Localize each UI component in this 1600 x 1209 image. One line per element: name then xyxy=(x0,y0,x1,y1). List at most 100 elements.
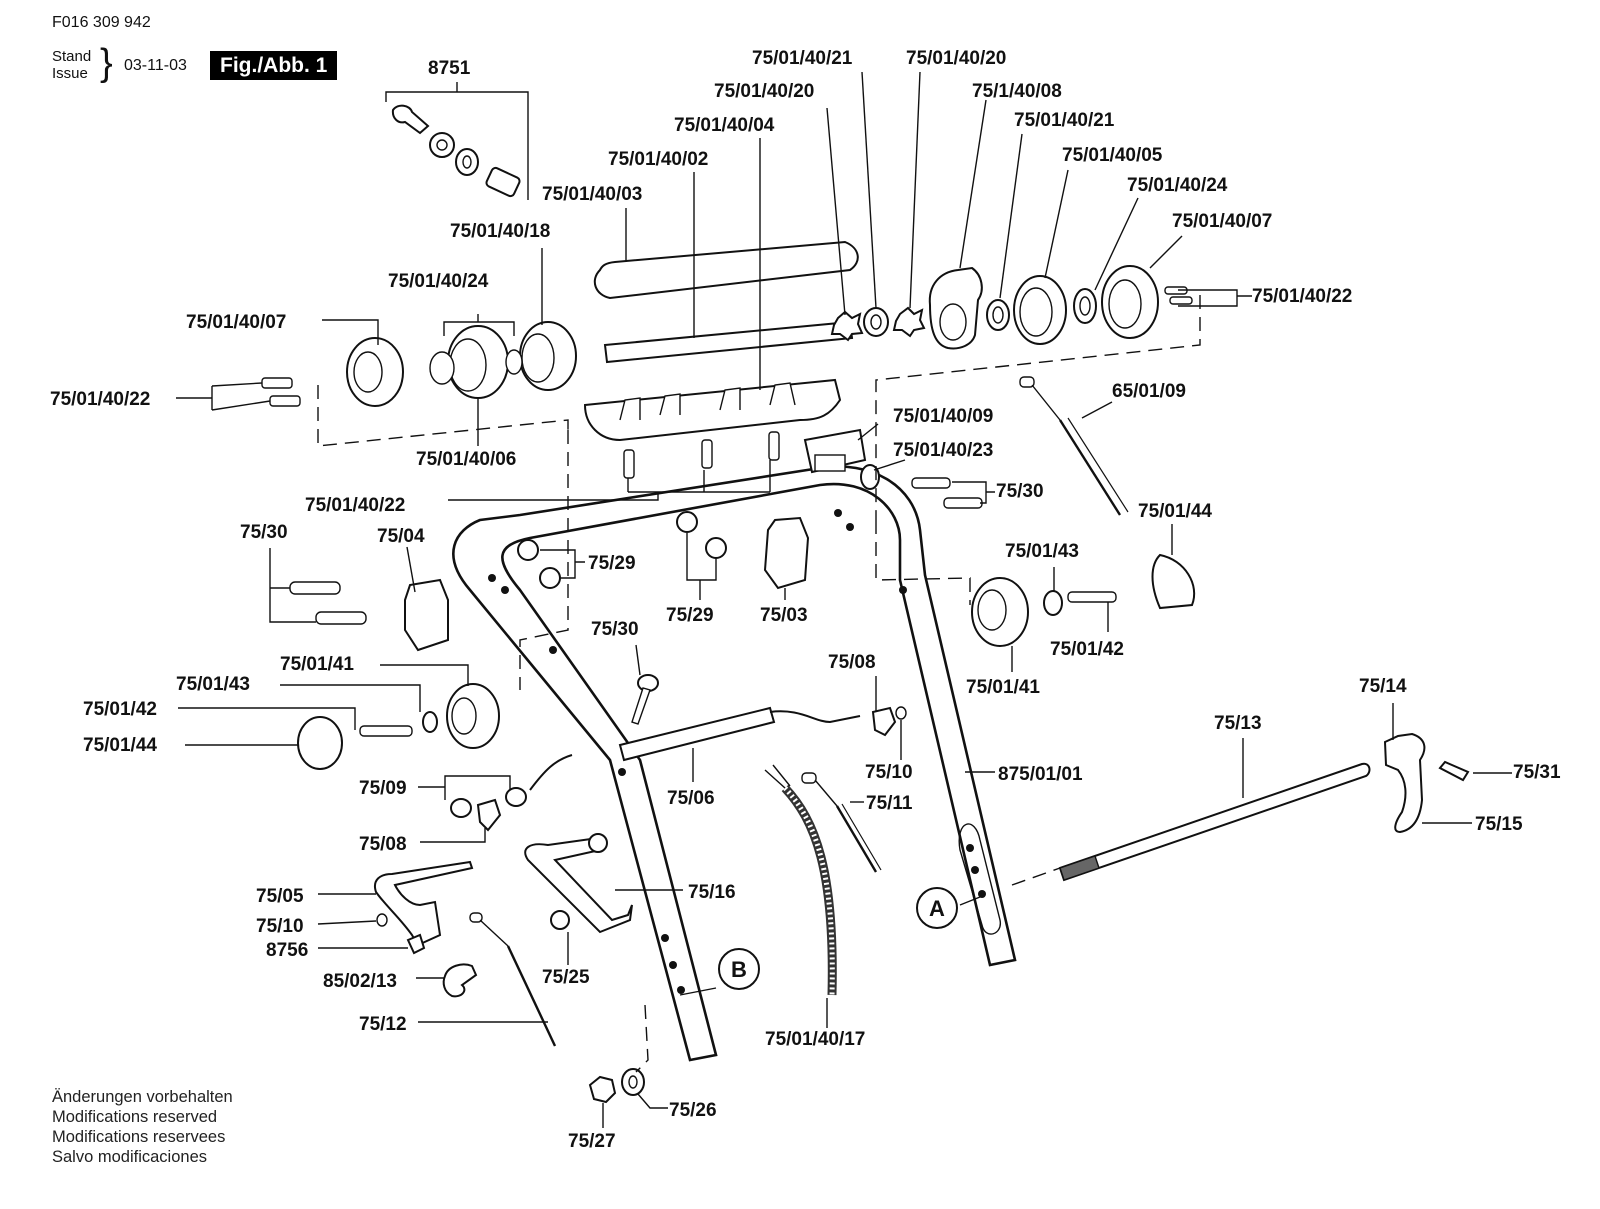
part-label: 75/04 xyxy=(377,526,425,547)
part-label: 75/29 xyxy=(666,605,714,626)
grip-insert-75-01-40-02 xyxy=(603,320,854,364)
part-label: 85/02/13 xyxy=(323,971,397,992)
screws-75-30-right xyxy=(911,477,983,509)
notice-line-de: Änderungen vorbehalten xyxy=(52,1088,233,1106)
end-cap-right-75-01-40-07 xyxy=(1101,265,1159,339)
part-label: 75/01/40/09 xyxy=(893,406,993,427)
clip-75-08-right xyxy=(871,706,897,737)
cable-75-12 xyxy=(469,912,557,1047)
part-label: 75/01/40/22 xyxy=(1252,286,1352,307)
screws-right-75-01-40-22 xyxy=(1164,286,1193,305)
part-labels: 8751 75/01/40/21 75/01/40/20 75/01/40/20… xyxy=(50,48,1561,1152)
part-label: 75/01/40/03 xyxy=(542,184,642,205)
part-label: 8751 xyxy=(428,58,471,79)
part-label: 75/01/43 xyxy=(176,674,250,695)
handle-frame-875-01-01 xyxy=(452,465,1017,1062)
washer-right-75-01-43 xyxy=(1043,590,1063,616)
washers-75-01-40-20-21 xyxy=(830,306,926,342)
part-label: 75/01/40/07 xyxy=(1172,211,1272,232)
part-label: 75/08 xyxy=(359,834,407,855)
marker-b-text: B xyxy=(731,957,747,982)
notice-line-fr: Modifications reservees xyxy=(52,1128,226,1146)
end-cap-left-75-01-40-07 xyxy=(346,337,404,407)
nuts-75-29-center xyxy=(676,511,727,559)
bolt-left-75-01-42 xyxy=(359,725,413,737)
part-label: 75/30 xyxy=(591,619,639,640)
roller-75-01-40-06 xyxy=(429,325,509,399)
part-label: 75/01/40/23 xyxy=(893,440,993,461)
part-label: 75/01/44 xyxy=(83,735,157,756)
part-8756 xyxy=(406,933,426,955)
part-label: 75/01/43 xyxy=(1005,541,1079,562)
nut-75-25 xyxy=(550,910,570,930)
nuts-75-29-left xyxy=(517,539,561,589)
part-label: 75/27 xyxy=(568,1131,616,1152)
part-label: 75/01/40/24 xyxy=(388,271,489,292)
sleeves-75-09 xyxy=(450,787,527,818)
pin-75-31 xyxy=(1438,760,1470,782)
part-label: 75/26 xyxy=(669,1100,717,1121)
part-label: 75/01/40/21 xyxy=(1014,110,1115,131)
roller-75-01-40-05 xyxy=(1013,275,1067,345)
part-label: 75/03 xyxy=(760,605,808,626)
issue-label: Issue xyxy=(52,65,88,82)
bar-75-06 xyxy=(529,706,861,791)
part-label: 75/01/40/18 xyxy=(450,221,550,242)
part-label: 75/30 xyxy=(996,481,1044,502)
reference-marker-a: A xyxy=(916,887,958,929)
part-label: 75/15 xyxy=(1475,814,1523,835)
part-label: 75/01/40/22 xyxy=(50,389,150,410)
part-label: 75/10 xyxy=(256,916,304,937)
hub-left-75-01-41 xyxy=(446,683,500,749)
part-label: 75/01/40/02 xyxy=(608,149,708,170)
part-label: 75/16 xyxy=(688,882,736,903)
part-label: 75/01/40/21 xyxy=(752,48,853,69)
part-label: 75/09 xyxy=(359,778,407,799)
cap-right-75-01-44 xyxy=(1151,553,1196,610)
part-label: 75/06 xyxy=(667,788,715,809)
part-label: 75/01/40/05 xyxy=(1062,145,1163,166)
part-label: 75/01/40/06 xyxy=(416,449,516,470)
part-label: 75/01/42 xyxy=(1050,639,1124,660)
washer-75-01-40-23 xyxy=(860,464,880,490)
part-label: 75/30 xyxy=(240,522,288,543)
roller-75-01-40-18 xyxy=(505,321,577,391)
washer-75-01-40-24-right xyxy=(1073,288,1097,324)
bracket-75-16 xyxy=(524,836,633,934)
lock-kit-8751 xyxy=(391,104,521,198)
part-label: 75/05 xyxy=(256,886,304,907)
part-label: 75/01/40/20 xyxy=(714,81,814,102)
washer-75-01-40-21-right xyxy=(986,299,1010,331)
notice-line-en: Modifications reserved xyxy=(52,1108,218,1126)
lever-75-14-75-15 xyxy=(1383,732,1426,834)
rod-75-13 xyxy=(1058,762,1371,882)
cap-left-75-01-44 xyxy=(297,716,343,770)
clip-75-08-left xyxy=(476,798,502,832)
part-label: 75/01/40/07 xyxy=(186,312,286,333)
part-label: 75/01/40/22 xyxy=(305,495,405,516)
part-label: 75/08 xyxy=(828,652,876,673)
assembly-dash-lines xyxy=(317,295,1201,1073)
part-label: 75/31 xyxy=(1513,762,1561,783)
clip-85-02-13 xyxy=(442,963,478,998)
bracket-75-04 xyxy=(404,578,449,652)
bracket-75-01-40-09 xyxy=(803,428,867,474)
nut-75-27 xyxy=(588,1075,617,1104)
part-label: 75/12 xyxy=(359,1014,407,1035)
washer-left-75-01-43 xyxy=(422,711,438,733)
rivet-75-10-right xyxy=(895,706,907,720)
marker-a-text: A xyxy=(929,896,945,921)
stand-issue-label: Stand Issue xyxy=(52,48,91,82)
part-label: 75/1/40/08 xyxy=(972,81,1062,102)
part-label: 75/10 xyxy=(865,762,913,783)
stand-label: Stand xyxy=(52,48,92,65)
part-label: 75/01/41 xyxy=(966,677,1040,698)
part-label: 75/14 xyxy=(1359,676,1407,697)
switch-housing-75-01-40-04 xyxy=(583,378,842,442)
part-label: 75/25 xyxy=(542,967,590,988)
brace-glyph: } xyxy=(100,42,113,84)
part-label: 75/01/40/04 xyxy=(674,115,775,136)
reference-marker-b: B xyxy=(718,948,760,990)
bracket-75-03 xyxy=(763,516,810,590)
